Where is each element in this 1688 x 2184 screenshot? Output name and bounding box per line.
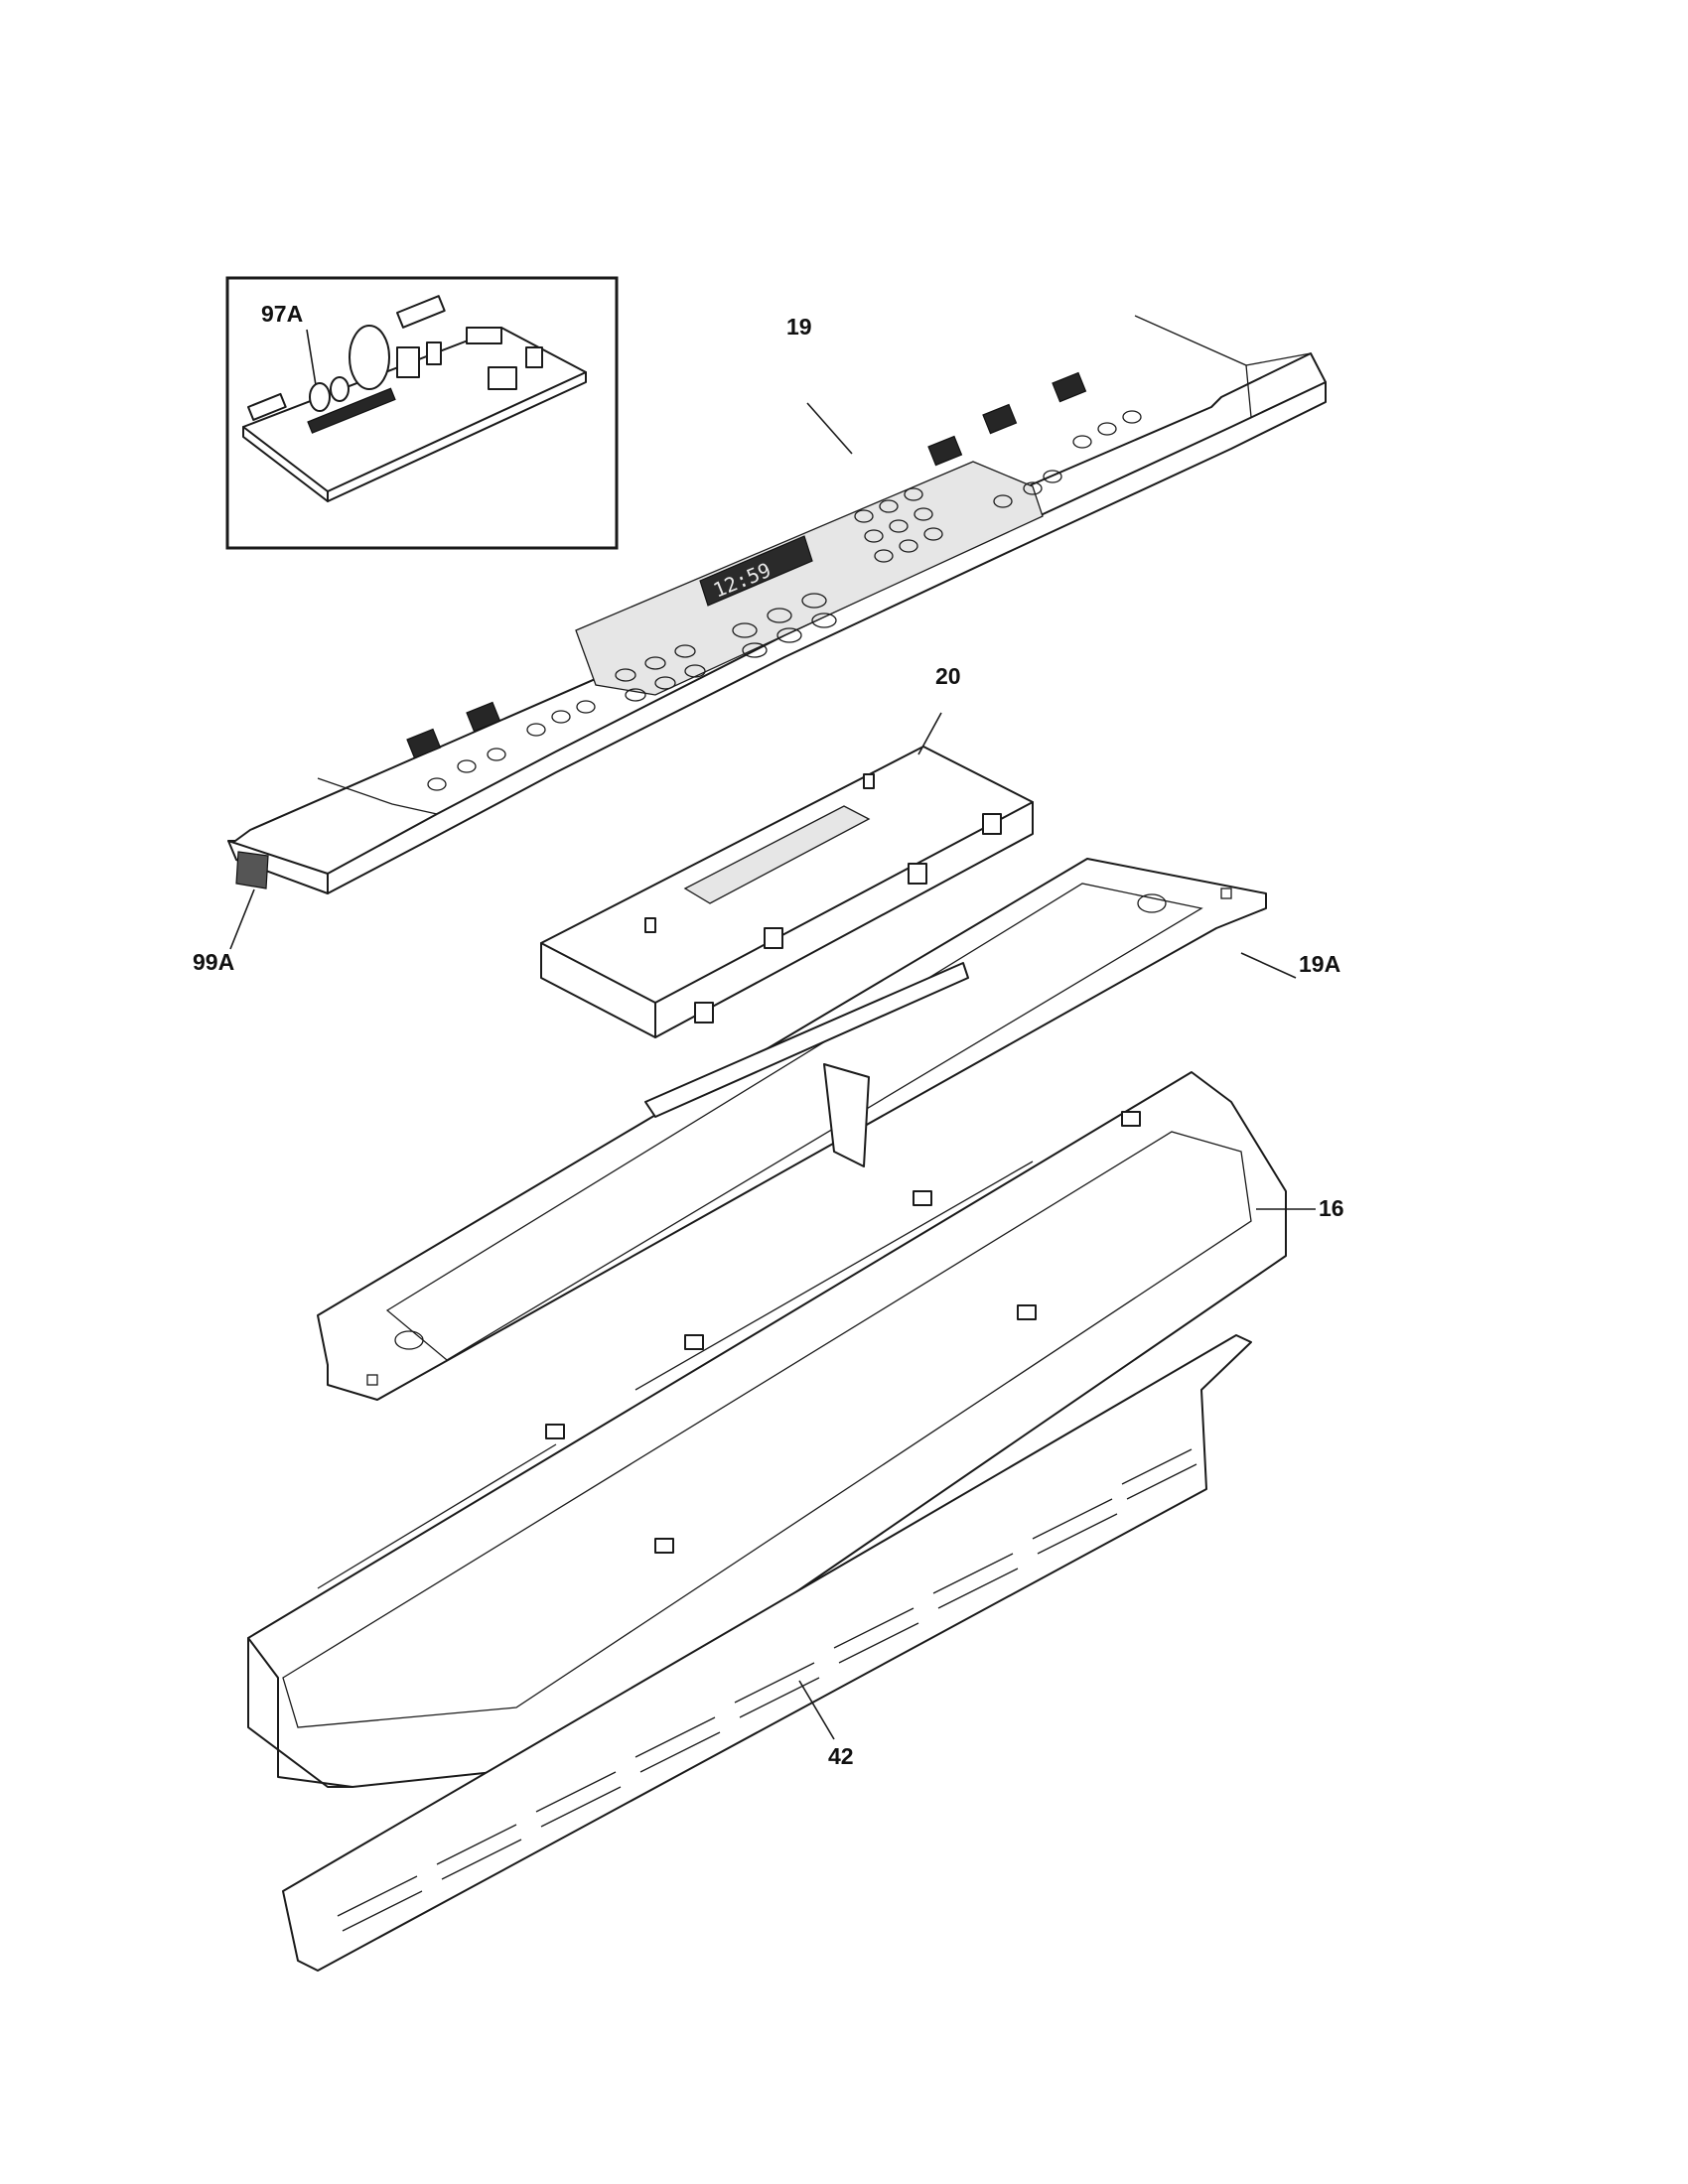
control-panel-overlay: 12:59 <box>227 315 1327 950</box>
gasket-trim <box>317 858 1297 1401</box>
callout-19: 19 <box>786 314 812 340</box>
callout-20: 20 <box>935 663 961 689</box>
callout-99A: 99A <box>193 949 235 975</box>
callout-16: 16 <box>1319 1195 1344 1221</box>
inset-board-box <box>225 276 619 550</box>
callout-19A: 19A <box>1299 951 1341 977</box>
callout-97A: 97A <box>261 301 304 327</box>
vent-trim-strip <box>282 1334 1252 1972</box>
electronic-control-module <box>540 712 1034 1038</box>
backguard-housing <box>247 1071 1316 1788</box>
callout-42: 42 <box>828 1743 854 1769</box>
